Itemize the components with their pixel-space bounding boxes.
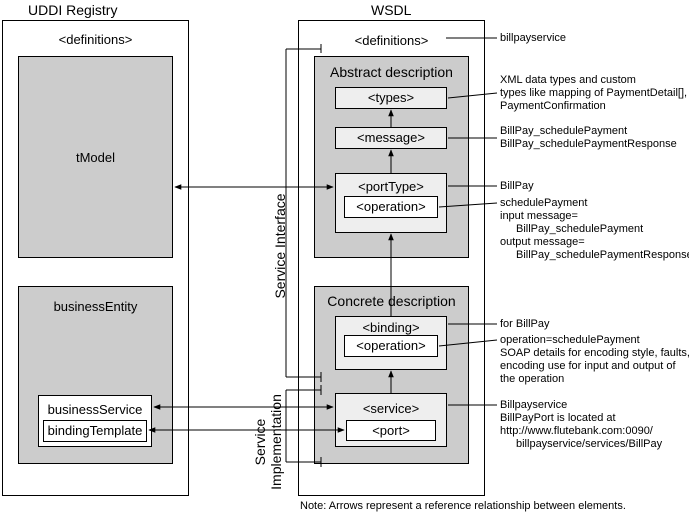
types-annotation: XML data types and custom types like map… (500, 74, 687, 113)
operation-abstract-leader (438, 202, 498, 208)
operation-annotation-line: BillPay_schedulePaymentResponse (516, 249, 689, 261)
port-type-label: <portType> (358, 179, 424, 194)
tmodel-box[interactable] (18, 56, 173, 258)
uddi-registry-title: UDDI Registry (28, 2, 118, 18)
port-element[interactable]: <port> (346, 420, 436, 441)
binding-template-box[interactable] (43, 420, 147, 442)
operation-concrete-line: SOAP details for encoding style, faults, (500, 347, 689, 359)
footnote: Note: Arrows represent a reference relat… (300, 500, 626, 512)
operation-annotation-line: schedulePayment (500, 197, 588, 209)
operation-concrete-line: operation=schedulePayment (500, 334, 640, 346)
operation-annotation-line: output message= (500, 236, 585, 248)
types-annotation-line: types like mapping of PaymentDetail[], (500, 87, 688, 99)
types-leader (447, 92, 498, 99)
operation-abstract-element[interactable]: <operation> (344, 196, 438, 218)
operation-concrete-line: encoding use for input and output of (500, 360, 676, 372)
porttype-annotation: BillPay (500, 180, 534, 192)
message-annotation-line: BillPay_schedulePayment (500, 125, 628, 137)
binding-label: <binding> (362, 320, 420, 335)
message-element[interactable]: <message> (335, 127, 447, 149)
business-service-label: businessService (47, 402, 143, 417)
service-annotation-line: billpayservice/services/BillPay (516, 438, 663, 450)
binding-annotation: for BillPay (500, 318, 550, 330)
wsdl-definitions-label: <definitions> (354, 33, 429, 48)
types-element[interactable]: <types> (335, 87, 447, 109)
definitions-annotation: billpayservice (500, 32, 567, 44)
operation-abstract-annotation: schedulePayment input message= BillPay_s… (500, 197, 689, 262)
operation-concrete-line: the operation (500, 373, 565, 385)
wsdl-title: WSDL (371, 2, 412, 18)
service-interface-label: Service Interface (272, 193, 288, 299)
operation-annotation-line: input message= (500, 210, 578, 222)
message-annotation: BillPay_schedulePayment BillPay_schedule… (500, 125, 677, 151)
service-annotation-line: Billpayservice (500, 399, 568, 411)
operation-annotation-line: BillPay_schedulePayment (516, 223, 644, 235)
operation-concrete-annotation: operation=schedulePayment SOAP details f… (500, 334, 689, 386)
operation-concrete-leader (438, 339, 498, 347)
service-annotation-line: BillPayPort is located at (500, 412, 616, 424)
uddi-definitions-label: <definitions> (58, 32, 133, 47)
types-annotation-line: XML data types and custom (500, 74, 636, 86)
service-implementation-line1: Service (252, 418, 268, 466)
service-implementation-label: Service Implementation (252, 392, 284, 492)
service-annotation-line: http://www.flutebank.com:0090/ (500, 425, 653, 437)
binding-template-label: bindingTemplate (47, 423, 143, 438)
service-annotation: Billpayservice BillPayPort is located at… (500, 399, 662, 451)
service-label: <service> (362, 401, 420, 416)
operation-concrete-element[interactable]: <operation> (344, 335, 438, 357)
tmodel-label: tModel (75, 150, 116, 165)
types-annotation-line: PaymentConfirmation (500, 100, 606, 112)
message-annotation-line: BillPay_schedulePaymentResponse (500, 138, 677, 150)
abstract-description-title: Abstract description (330, 64, 453, 80)
service-implementation-line2: Implementation (268, 394, 284, 490)
business-entity-label: businessEntity (53, 299, 138, 314)
